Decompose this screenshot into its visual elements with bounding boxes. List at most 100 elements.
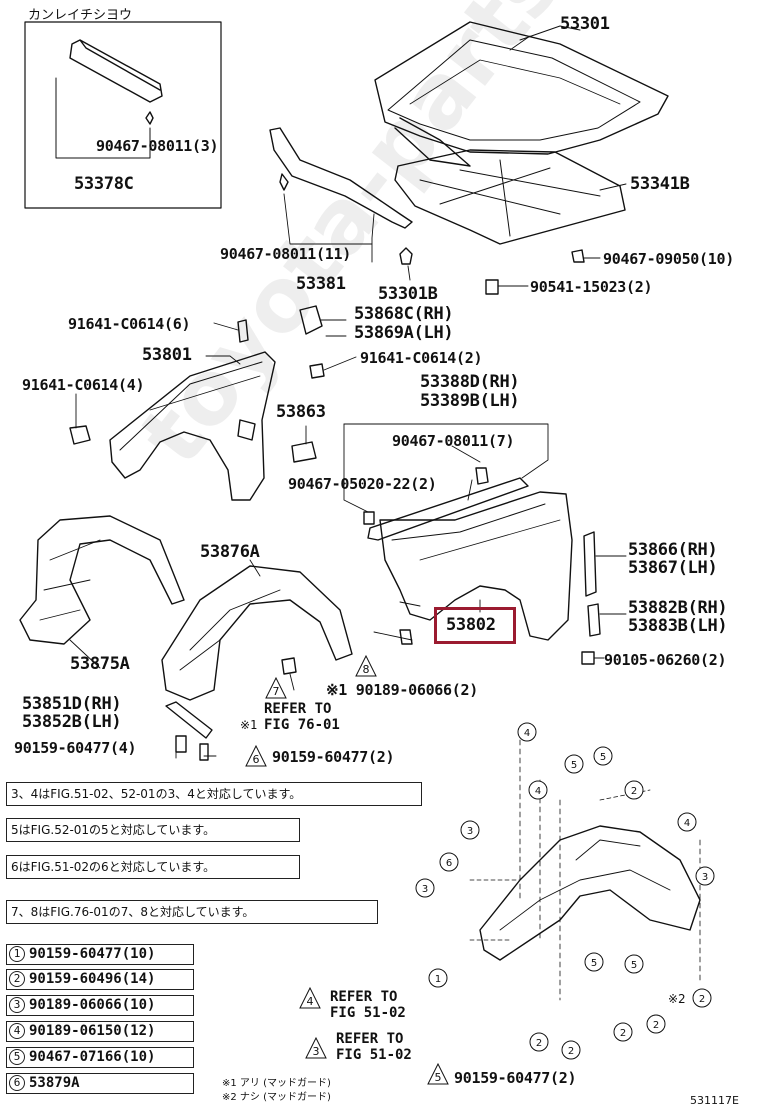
label-53802[interactable]: 53802	[446, 615, 496, 635]
legend-num: 6	[9, 1075, 25, 1091]
triangle-6: 6	[253, 753, 260, 766]
svg-text:5: 5	[600, 752, 606, 763]
refer-fig-51-4b[interactable]: FIG 51-02	[330, 1005, 406, 1021]
legend-part: 90189-06150(12)	[29, 1023, 156, 1039]
fender-53801	[109, 351, 276, 501]
label-91641-C0614-4[interactable]: 91641-C0614(4)	[22, 376, 145, 394]
triangle-4: 4	[307, 995, 314, 1008]
seal-53866	[583, 531, 597, 597]
label-53866[interactable]: 53866(RH)	[628, 540, 718, 560]
note-row-4: 7、8はFIG.76-01の7、8と対応しています。	[6, 900, 378, 924]
svg-text:4: 4	[524, 728, 530, 739]
label-53389B[interactable]: 53389B(LH)	[420, 391, 520, 411]
svg-text:5: 5	[631, 960, 637, 971]
label-53852B[interactable]: 53852B(LH)	[22, 712, 122, 732]
footnote-1: ※1 アリ (マッドガード)	[222, 1078, 331, 1089]
svg-text:3: 3	[467, 826, 473, 837]
svg-text:2: 2	[653, 1020, 659, 1031]
label-53851D[interactable]: 53851D(RH)	[22, 694, 122, 714]
star-2-mark: ※2	[668, 992, 686, 1006]
svg-text:3: 3	[702, 872, 708, 883]
label-90467-09050[interactable]: 90467-09050(10)	[603, 250, 734, 268]
hood-stay-53381	[269, 127, 413, 229]
label-53875A[interactable]: 53875A	[70, 654, 130, 674]
triangle-7: 7	[273, 685, 280, 698]
legend-num: 3	[9, 997, 25, 1013]
legend-num: 4	[9, 1023, 25, 1039]
triangle-8: 8	[363, 663, 370, 676]
label-53301[interactable]: 53301	[560, 14, 610, 34]
refer-fig-76-a[interactable]: REFER TO	[264, 701, 332, 717]
figure-number: 531117E	[690, 1094, 739, 1107]
label-53381[interactable]: 53381	[296, 274, 346, 294]
svg-text:3: 3	[422, 884, 428, 895]
label-90467-08011-7[interactable]: 90467-08011(7)	[392, 432, 515, 450]
label-90159-60477-2b[interactable]: 90159-60477(2)	[454, 1069, 577, 1087]
svg-text:6: 6	[446, 858, 452, 869]
liner-assembly	[479, 825, 701, 961]
seal-53882B	[587, 603, 601, 637]
label-53869A[interactable]: 53869A(LH)	[354, 323, 454, 343]
refer-fig-76-b[interactable]: FIG 76-01	[264, 717, 340, 733]
label-90159-60477-4[interactable]: 90159-60477(4)	[14, 739, 137, 757]
legend-num: 1	[9, 946, 25, 962]
label-53378C[interactable]: 53378C	[74, 174, 134, 194]
svg-text:4: 4	[684, 818, 690, 829]
label-53883B[interactable]: 53883B(LH)	[628, 616, 728, 636]
refer-fig-51-4a[interactable]: REFER TO	[330, 989, 398, 1005]
label-53867[interactable]: 53867(LH)	[628, 558, 718, 578]
bracket-53851D	[165, 701, 213, 739]
highlight-53802	[434, 607, 516, 644]
label-53868C[interactable]: 53868C(RH)	[354, 304, 454, 324]
header-jp: カンレイチシヨウ	[28, 8, 133, 23]
label-53882B[interactable]: 53882B(RH)	[628, 598, 728, 618]
label-90541-15023[interactable]: 90541-15023(2)	[530, 278, 653, 296]
legend-part: 53879A	[29, 1075, 80, 1091]
refer-fig-51-3b[interactable]: FIG 51-02	[336, 1047, 412, 1063]
triangle-5: 5	[435, 1071, 442, 1084]
label-53863[interactable]: 53863	[276, 402, 326, 422]
label-90467-05020-22[interactable]: 90467-05020-22(2)	[288, 475, 437, 493]
label-90467-08011-3[interactable]: 90467-08011(3)	[96, 137, 219, 155]
spacer-53863	[291, 441, 317, 463]
label-53876A[interactable]: 53876A	[200, 542, 260, 562]
label-90159-60477-2a[interactable]: 90159-60477(2)	[272, 748, 395, 766]
label-53301B[interactable]: 53301B	[378, 284, 438, 304]
inset-box	[24, 21, 222, 209]
note-row-3: 6はFIG.51-02の6と対応しています。	[6, 855, 300, 879]
label-90189-06066[interactable]: ※1 90189-06066(2)	[326, 681, 478, 699]
label-91641-C0614-6[interactable]: 91641-C0614(6)	[68, 315, 191, 333]
svg-text:2: 2	[699, 994, 705, 1005]
liner-53876A	[161, 565, 353, 701]
liner-53875A	[19, 515, 185, 645]
note-row-2: 5はFIG.52-01の5と対応しています。	[6, 818, 300, 842]
legend-num: 5	[9, 1049, 25, 1065]
label-90105-06260[interactable]: 90105-06260(2)	[604, 651, 727, 669]
moulding-53388D	[367, 477, 529, 541]
label-53801[interactable]: 53801	[142, 345, 192, 365]
footnote-2: ※2 ナシ (マッドガード)	[222, 1092, 331, 1103]
legend-part: 90189-06066(10)	[29, 997, 156, 1013]
label-53341B[interactable]: 53341B	[630, 174, 690, 194]
svg-text:5: 5	[591, 958, 597, 969]
hood-inner-53341B	[394, 149, 626, 245]
svg-text:2: 2	[568, 1046, 574, 1057]
fender-53802	[379, 491, 573, 641]
svg-text:2: 2	[620, 1028, 626, 1039]
legend-num: 2	[9, 971, 25, 987]
label-90467-08011-11[interactable]: 90467-08011(11)	[220, 245, 351, 263]
refer-fig-51-3a[interactable]: REFER TO	[336, 1031, 404, 1047]
note-row-1: 3、4はFIG.51-02、52-01の3、4と対応しています。	[6, 782, 422, 806]
label-91641-C0614-2[interactable]: 91641-C0614(2)	[360, 349, 483, 367]
legend-part: 90467-07166(10)	[29, 1049, 156, 1065]
label-53388D[interactable]: 53388D(RH)	[420, 372, 520, 392]
legend-part: 90159-60496(14)	[29, 971, 156, 987]
svg-text:2: 2	[536, 1038, 542, 1049]
